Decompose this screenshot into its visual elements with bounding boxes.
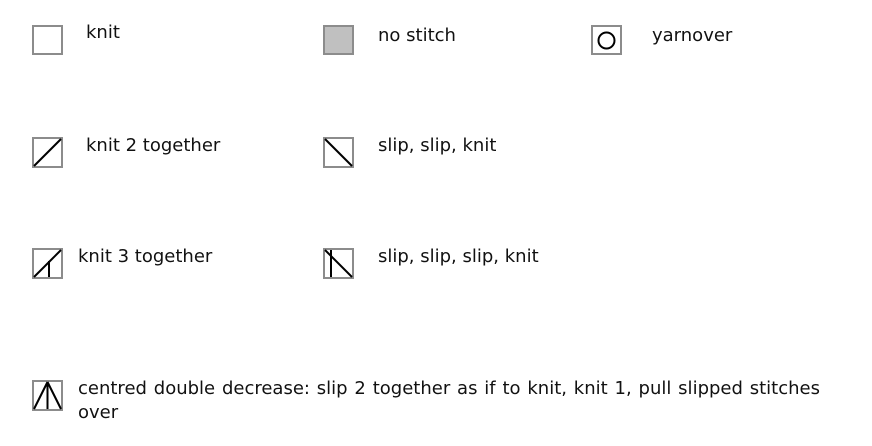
yarnover-icon: [591, 25, 622, 55]
k3tog-icon: [32, 248, 63, 279]
ssk-label: slip, slip, knit: [378, 135, 497, 156]
yarnover-label: yarnover: [652, 25, 733, 46]
no-stitch-icon: [323, 25, 354, 55]
knit-icon: [32, 25, 63, 55]
centred-double-decrease-icon: [32, 380, 63, 411]
k2tog-label: knit 2 together: [86, 135, 221, 156]
ssk-icon: [323, 137, 354, 168]
sssk-label: slip, slip, slip, knit: [378, 246, 539, 267]
knit-label: knit: [86, 22, 120, 43]
k3tog-label: knit 3 together: [78, 246, 213, 267]
centred-double-decrease-label: centred double decrease: slip 2 together…: [78, 378, 820, 423]
k2tog-icon: [32, 137, 63, 168]
sssk-icon: [323, 248, 354, 279]
no-stitch-label: no stitch: [378, 25, 456, 46]
